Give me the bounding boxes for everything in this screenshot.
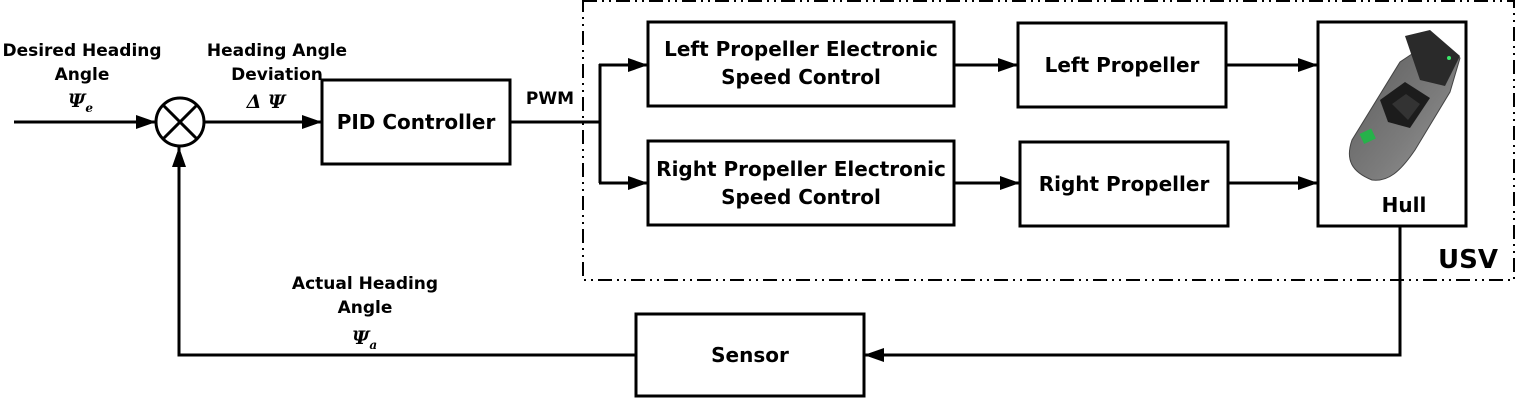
deviation-label-line2: Deviation	[231, 65, 323, 85]
left-propeller-label: Left Propeller	[1045, 53, 1200, 77]
sensor-label: Sensor	[711, 343, 789, 367]
left-esc-label-line1: Left Propeller Electronic	[664, 37, 938, 61]
usv-group-label: USV	[1438, 245, 1498, 275]
right-esc-label-line2: Speed Control	[721, 185, 881, 209]
right-propeller-block	[1018, 140, 1230, 228]
left-esc-block	[646, 20, 956, 108]
right-esc-block	[646, 139, 956, 227]
actual-heading-symbol: Ψa	[352, 327, 377, 352]
desired-heading-label-line1: Desired Heading	[2, 41, 161, 61]
left-esc-label-line2: Speed Control	[721, 65, 881, 89]
deviation-label-line1: Heading Angle	[207, 41, 347, 61]
hull-label: Hull	[1382, 193, 1427, 217]
desired-heading-symbol: Ψe	[68, 90, 93, 115]
right-propeller-label: Right Propeller	[1039, 172, 1210, 196]
actual-heading-label-line2: Angle	[338, 298, 393, 318]
boat-icon	[1348, 30, 1461, 181]
sensor-to-junction-line	[172, 147, 636, 357]
pid-controller-label: PID Controller	[337, 110, 496, 134]
pwm-label: PWM	[526, 89, 574, 109]
summing-junction-icon	[154, 96, 206, 148]
sensor-block	[634, 312, 866, 398]
hull-to-sensor-line	[864, 226, 1402, 362]
deviation-symbol: Δ Ψ	[246, 91, 287, 113]
right-esc-label-line1: Right Propeller Electronic	[656, 157, 946, 181]
usv-group-border	[582, 0, 1515, 281]
desired-heading-label-line2: Angle	[55, 65, 110, 85]
actual-heading-label-line1: Actual Heading	[292, 274, 438, 294]
